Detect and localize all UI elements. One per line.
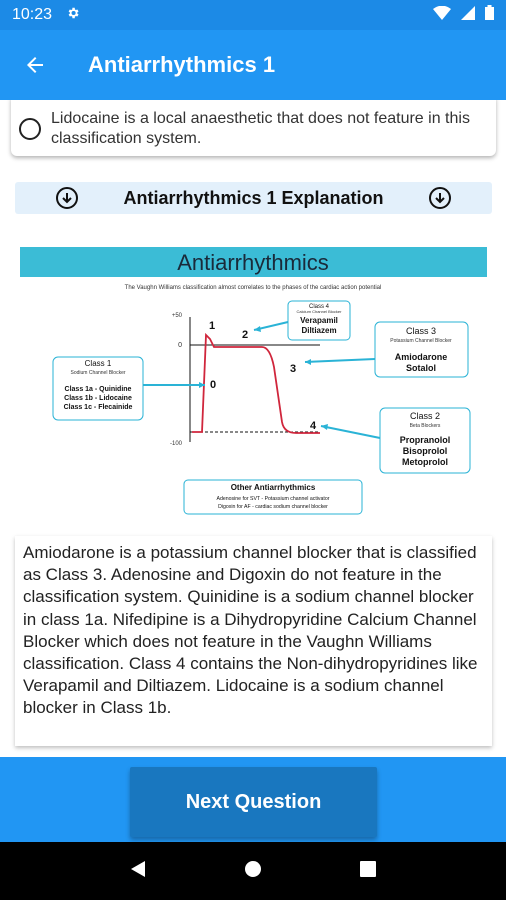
phase-label-0: 0: [210, 379, 216, 391]
diagram-title: Antiarrhythmics: [177, 250, 329, 275]
back-arrow-icon: [27, 57, 43, 73]
class2-box: Class 2 Beta Blockers Propranolol Bisopr…: [379, 407, 471, 474]
phase-label-4: 4: [310, 420, 317, 432]
class3-line: Sotalol: [406, 363, 436, 373]
answer-option-text: Lidocaine is a local anaesthetic that do…: [51, 110, 470, 147]
scroll-content[interactable]: Lidocaine is a local anaesthetic that do…: [0, 100, 506, 757]
explanation-toggle[interactable]: Antiarrhythmics 1 Explanation: [15, 182, 492, 214]
class1-line: Class 1b - Lidocaine: [64, 395, 132, 402]
next-question-button[interactable]: Next Question: [130, 767, 377, 837]
status-time: 10:23: [12, 6, 53, 23]
axis-top-label: +50: [172, 313, 183, 319]
class1-subtitle: Sodium Channel Blocker: [70, 370, 125, 376]
class2-title: Class 2: [410, 411, 440, 421]
explanation-card: Amiodarone is a potassium channel blocke…: [15, 536, 492, 746]
class1-line: Class 1c - Flecainide: [64, 404, 133, 411]
bottom-bar: Next Question: [0, 757, 506, 842]
class2-line: Propranolol: [400, 435, 451, 445]
nav-home-icon[interactable]: [244, 860, 262, 883]
radio-button[interactable]: [19, 118, 41, 140]
diagram-subtitle: The Vaughn Williams classification almos…: [125, 285, 382, 291]
status-bar: 10:23: [0, 0, 506, 30]
class1-title: Class 1: [85, 359, 112, 368]
axis-bottom-label: -100: [170, 441, 183, 447]
app-bar: Antiarrhythmics 1: [0, 30, 506, 100]
nav-back-icon[interactable]: [129, 860, 147, 883]
class2-subtitle: Beta Blockers: [410, 423, 441, 429]
phase-label-1: 1: [209, 320, 215, 332]
answer-option[interactable]: Lidocaine is a local anaesthetic that do…: [11, 100, 496, 156]
chevron-down-circle-icon: [429, 187, 451, 209]
class3-line: Amiodarone: [395, 352, 448, 362]
explanation-text: Amiodarone is a potassium channel blocke…: [23, 543, 478, 718]
phase-label-3: 3: [290, 363, 296, 375]
class4-line: Verapamil: [300, 316, 338, 325]
class2-line: Metoprolol: [402, 457, 448, 467]
axis-zero-label: 0: [178, 342, 182, 349]
class3-title: Class 3: [406, 326, 436, 336]
other-line: Adenosine for SVT - Potassium channel ac…: [217, 496, 330, 502]
page-title: Antiarrhythmics 1: [88, 52, 276, 77]
class3-box: Class 3 Potassium Channel Blocker Amioda…: [374, 321, 469, 378]
back-button[interactable]: [0, 30, 70, 100]
settings-gear-icon: [66, 6, 80, 25]
class4-title: Class 4: [309, 304, 330, 310]
cell-signal-icon: [461, 5, 475, 25]
other-line: Digoxin for AF - cardiac sodium channel …: [218, 504, 328, 510]
explanation-title: Antiarrhythmics 1 Explanation: [123, 187, 384, 208]
antiarrhythmics-diagram: Antiarrhythmics The Vaughn Williams clas…: [20, 247, 487, 515]
wifi-icon: [433, 5, 451, 25]
class2-line: Bisoprolol: [403, 446, 448, 456]
class4-box: Class 4 Calcium Channel Blocker Verapami…: [287, 300, 351, 341]
battery-icon: [485, 5, 494, 25]
class4-subtitle: Calcium Channel Blocker: [297, 309, 343, 314]
phase-label-2: 2: [242, 329, 248, 341]
class3-subtitle: Potassium Channel Blocker: [390, 338, 452, 344]
other-antiarrhythmics-box: Other Antiarrhythmics Adenosine for SVT …: [183, 479, 363, 515]
system-nav-bar: [0, 842, 506, 900]
class1-box: Class 1 Sodium Channel Blocker Class 1a …: [52, 356, 144, 421]
nav-recents-icon[interactable]: [359, 860, 377, 883]
chevron-down-circle-icon: [56, 187, 78, 209]
other-title: Other Antiarrhythmics: [231, 483, 316, 492]
action-potential-trace: [192, 332, 320, 434]
class4-line: Diltiazem: [301, 326, 336, 335]
class1-line: Class 1a - Quinidine: [65, 386, 132, 393]
